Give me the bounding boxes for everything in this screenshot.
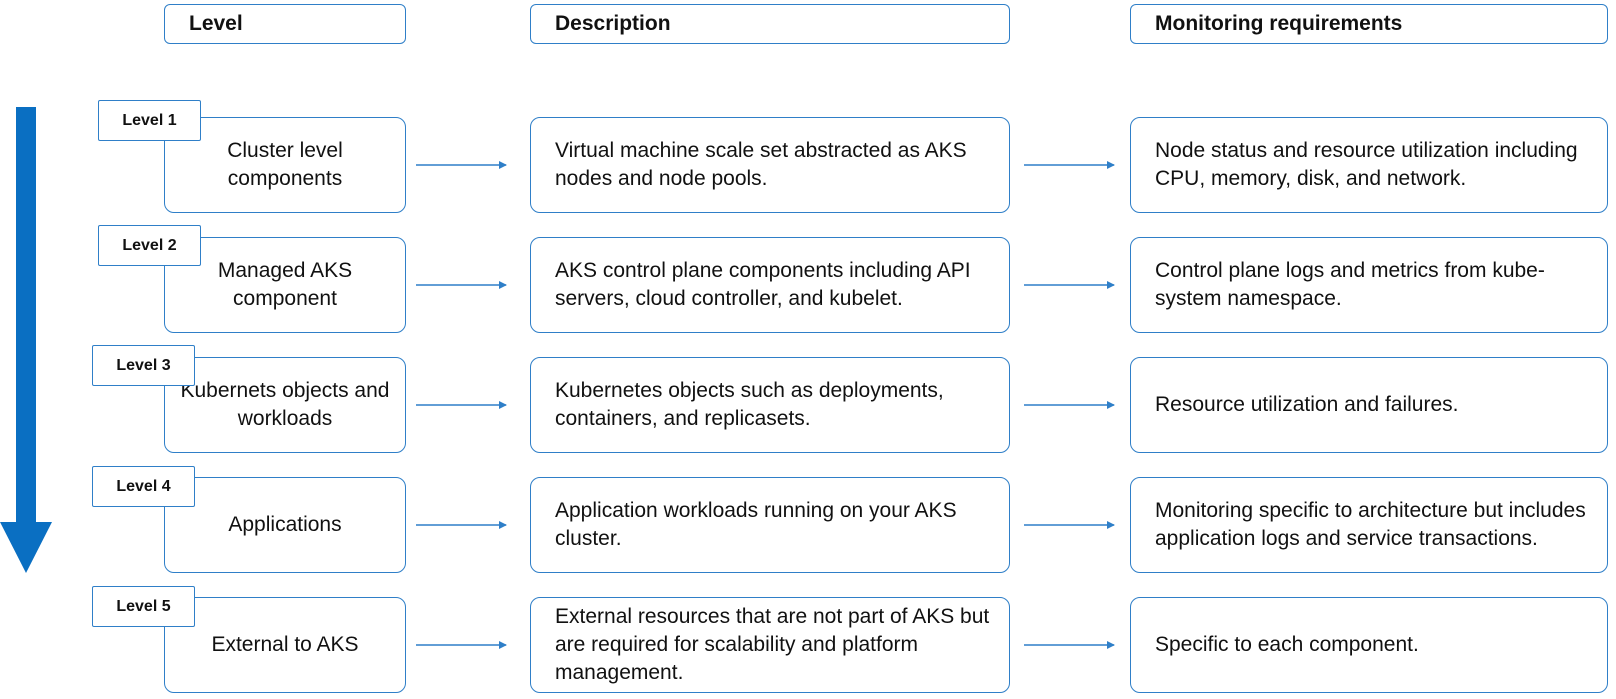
level-cell-1: Cluster level components <box>164 117 406 213</box>
header-monitoring-label: Monitoring requirements <box>1155 12 1403 35</box>
monitoring-text-5: Specific to each component. <box>1155 633 1419 656</box>
monitoring-cell-2: Control plane logs and metrics from kube… <box>1130 237 1608 333</box>
monitoring-text-4: Monitoring specific to architecture but … <box>1155 499 1586 550</box>
monitoring-text-1: Node status and resource utilization inc… <box>1155 139 1578 190</box>
description-text-5: External resources that are not part of … <box>555 605 990 684</box>
level-cell-2: Managed AKS component <box>164 237 406 333</box>
description-cell-3: Kubernetes objects such as deployments, … <box>530 357 1010 453</box>
level-tag-3: Level 3 <box>92 345 195 386</box>
description-text-4: Application workloads running on your AK… <box>555 499 957 550</box>
description-cell-4: Application workloads running on your AK… <box>530 477 1010 573</box>
header-monitoring: Monitoring requirements <box>1130 4 1608 44</box>
monitoring-cell-3: Resource utilization and failures. <box>1130 357 1608 453</box>
level-name-5: External to AKS <box>211 633 359 656</box>
level-name-4: Applications <box>228 513 342 536</box>
level-tag-label-2: Level 2 <box>122 236 177 254</box>
monitoring-text-3: Resource utilization and failures. <box>1155 393 1459 416</box>
header-description: Description <box>530 4 1010 44</box>
level-tag-label-3: Level 3 <box>116 356 171 374</box>
level-name-3: Kubernets objects and workloads <box>180 379 390 430</box>
monitoring-cell-1: Node status and resource utilization inc… <box>1130 117 1608 213</box>
description-text-3: Kubernetes objects such as deployments, … <box>555 379 944 430</box>
level-tag-label-5: Level 5 <box>116 597 171 615</box>
description-cell-2: AKS control plane components including A… <box>530 237 1010 333</box>
level-cell-5: External to AKS <box>164 597 406 693</box>
description-text-1: Virtual machine scale set abstracted as … <box>555 139 967 190</box>
header-description-label: Description <box>555 12 671 35</box>
monitoring-text-2: Control plane logs and metrics from kube… <box>1155 259 1545 310</box>
level-cell-3: Kubernets objects and workloads <box>164 357 406 453</box>
level-tag-4: Level 4 <box>92 466 195 507</box>
description-cell-5: External resources that are not part of … <box>530 597 1010 693</box>
level-cell-4: Applications <box>164 477 406 573</box>
level-progression-arrow-icon <box>0 107 52 573</box>
level-tag-label-1: Level 1 <box>122 111 177 129</box>
level-name-2: Managed AKS component <box>217 259 353 310</box>
monitoring-cell-5: Specific to each component. <box>1130 597 1608 693</box>
header-level: Level <box>164 4 406 44</box>
header-level-label: Level <box>189 12 243 35</box>
level-name-1: Cluster level components <box>227 139 343 190</box>
description-cell-1: Virtual machine scale set abstracted as … <box>530 117 1010 213</box>
level-tag-1: Level 1 <box>98 100 201 141</box>
monitoring-cell-4: Monitoring specific to architecture but … <box>1130 477 1608 573</box>
level-tag-label-4: Level 4 <box>116 477 171 495</box>
level-tag-2: Level 2 <box>98 225 201 266</box>
description-text-2: AKS control plane components including A… <box>555 259 971 310</box>
level-tag-5: Level 5 <box>92 586 195 627</box>
